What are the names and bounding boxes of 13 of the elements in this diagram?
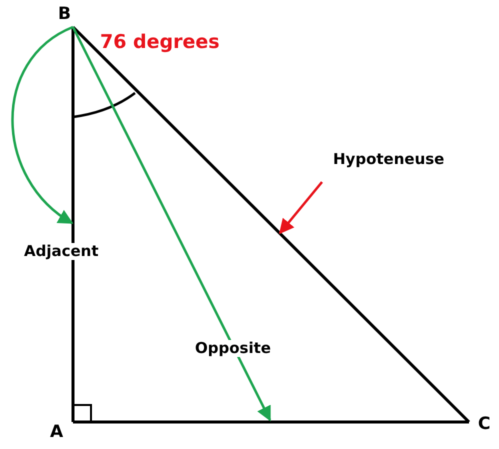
side-label: Hypoteneuse — [333, 152, 444, 167]
arrow — [72, 26, 272, 422]
side-label: Adjacent — [22, 243, 101, 260]
side-label: Opposite — [193, 340, 273, 357]
triangle-side — [73, 420, 469, 424]
arrow — [279, 181, 323, 234]
triangle-side — [72, 27, 74, 422]
triangle-side — [72, 26, 470, 424]
vertex-label: C — [478, 416, 490, 433]
vertex-label: A — [50, 424, 64, 441]
curved-arrow — [11, 26, 74, 224]
vertex-label: B — [58, 6, 71, 23]
angle-label: 76 degrees — [100, 33, 220, 52]
